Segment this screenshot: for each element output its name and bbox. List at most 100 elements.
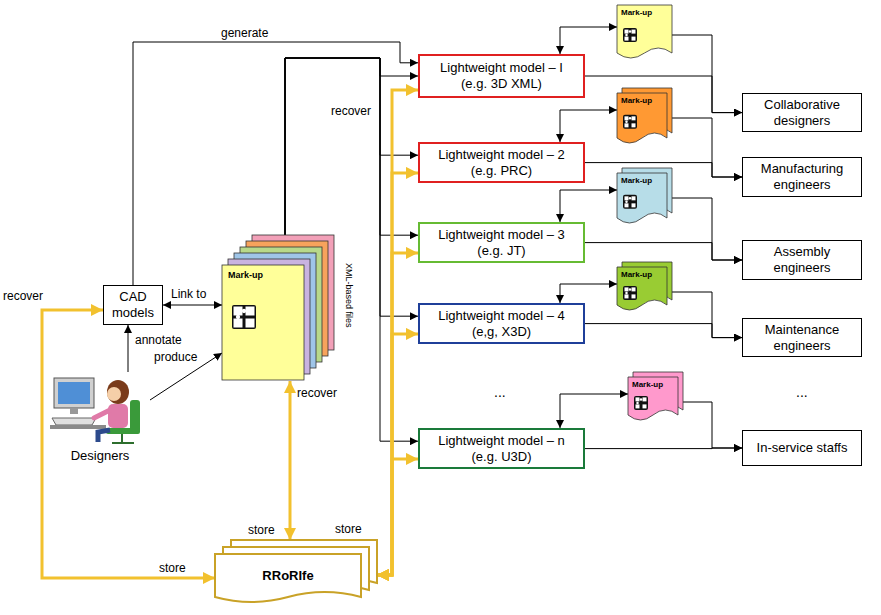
model-format: (e.g. 3D XML): [461, 76, 542, 92]
flow-connector: [585, 243, 742, 260]
markup-file-icon: Mark-up: [617, 88, 672, 145]
puzzle-piece: [636, 397, 640, 401]
ellipsis-mark: ...: [795, 384, 809, 401]
puzzle-piece: [625, 30, 629, 34]
markup-title: Mark-up: [621, 9, 652, 17]
markup-file-icon: Mark-up: [617, 262, 672, 312]
node-label: Collaborative designers: [749, 97, 855, 128]
markup-title: Mark-up: [621, 97, 652, 105]
torso: [108, 404, 128, 428]
markup-file-icon-outline: [628, 372, 683, 422]
connector-label: generate: [220, 26, 269, 40]
connector-label: produce: [153, 350, 198, 364]
hair: [107, 380, 129, 404]
connector-label: store: [247, 523, 276, 537]
arm: [94, 410, 110, 418]
puzzle-symbol: [623, 286, 637, 300]
puzzle-symbol: [623, 115, 637, 129]
face: [107, 387, 121, 401]
connector-label: Link to: [170, 287, 207, 301]
node-label: Manufacturing engineers: [749, 161, 855, 192]
puzzle-piece: [632, 30, 636, 34]
puzzle-piece: [643, 404, 647, 408]
puzzle-symbol: [232, 305, 256, 329]
monitor: [54, 378, 94, 408]
model-name: Lightweight model – 3: [438, 227, 564, 243]
puzzle-piece: [632, 123, 636, 127]
puzzle-knob: [629, 288, 632, 291]
keyboard: [52, 418, 96, 425]
puzzle-symbol: [623, 195, 637, 209]
model-format: (e.g. JT): [477, 243, 525, 259]
puzzle-knob: [625, 121, 628, 124]
puzzle-knob: [629, 117, 632, 120]
puzzle-piece: [643, 397, 647, 401]
storage-connector: [377, 90, 418, 575]
flow-note: recover: [2, 289, 44, 303]
puzzle-piece: [625, 37, 629, 41]
node-label: Maintenance engineers: [749, 322, 855, 353]
puzzle-piece: [234, 307, 243, 316]
flow-note: store: [334, 522, 363, 536]
markup-sheet: [617, 173, 667, 223]
model-name: Lightweight model – 4: [438, 308, 564, 324]
node-label: Assembly engineers: [749, 244, 855, 275]
puzzle-piece: [632, 37, 636, 41]
lightweight-model-box: Lightweight model – 2(e.g. PRC): [418, 142, 585, 183]
puzzle-piece: [246, 319, 255, 328]
markup-sheet: [628, 377, 678, 420]
lightweight-model-box: Lightweight model – 3(e.g. JT): [418, 222, 585, 263]
connector-label: store: [158, 561, 187, 575]
puzzle-piece: [625, 287, 629, 291]
flow-connector: [285, 58, 418, 235]
flow-connector: [560, 110, 617, 142]
flow-connector: [672, 118, 742, 177]
ellipsis-mark: ...: [493, 384, 507, 401]
puzzle-piece: [636, 404, 640, 408]
flow-connector: [285, 58, 418, 235]
flow-note: recover: [330, 104, 372, 118]
lightweight-model-box: Lightweight model – I(e.g. 3D XML): [418, 54, 585, 98]
storage-connector: [289, 381, 292, 540]
puzzle-piece: [632, 116, 636, 120]
process-box: Assembly engineers: [742, 240, 862, 280]
file-type-note: XML-based files: [343, 263, 354, 328]
flow-connector: [683, 402, 742, 448]
puzzle-piece: [246, 307, 255, 316]
markup-file-stack: Mark-up XML-based files: [222, 233, 357, 381]
process-box: CAD models: [103, 285, 163, 325]
chair-leg: [112, 434, 134, 443]
markup-sheet: [617, 5, 672, 58]
markup-sheet: [617, 93, 667, 143]
puzzle-symbol: [634, 396, 648, 410]
flow-connector: [163, 305, 222, 306]
process-box: Maintenance engineers: [742, 318, 862, 357]
markup-file-icon: Mark-up: [628, 372, 683, 422]
puzzle-piece: [625, 196, 629, 200]
model-format: (e,g, X3D): [472, 324, 531, 340]
markup-sheet: [222, 265, 304, 380]
flow-connector: [585, 324, 742, 338]
markup-title: Mark-up: [621, 271, 652, 279]
storage-connector: [42, 310, 215, 578]
puzzle-knob: [640, 398, 643, 401]
puzzle-piece: [625, 123, 629, 127]
markup-file-icon-outline: [617, 262, 672, 312]
flow-connector: [560, 27, 617, 54]
repository-document: RRoRIfe: [215, 540, 377, 608]
model-format: (e.g. U3D): [472, 449, 532, 465]
markup-title: Mark-up: [228, 270, 263, 280]
flow-connector: [128, 325, 129, 372]
puzzle-symbol: [623, 28, 637, 42]
model-name: Lightweight model – n: [438, 433, 564, 449]
chair-seat: [106, 428, 140, 434]
puzzle-piece: [632, 203, 636, 207]
document-sheet: [215, 554, 361, 602]
flow-connector: [585, 448, 742, 450]
puzzle-knob: [636, 402, 639, 405]
desk: [50, 425, 106, 429]
markup-title: Mark-up: [621, 177, 652, 185]
node-label: Designers: [50, 448, 150, 464]
process-box: In-service staffs: [742, 430, 862, 466]
process-box: Collaborative designers: [742, 93, 862, 132]
